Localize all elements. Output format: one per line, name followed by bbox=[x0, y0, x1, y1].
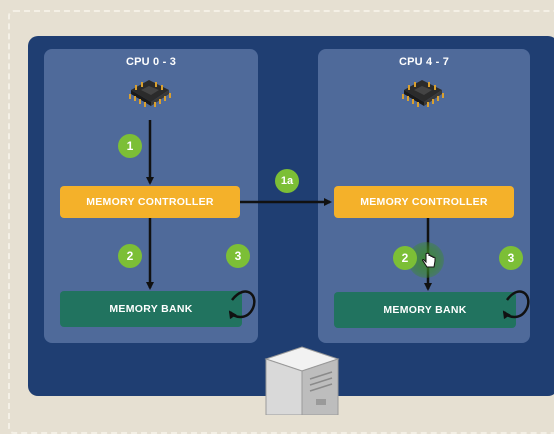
hand-cursor-icon bbox=[422, 252, 436, 268]
step-badge: 3 bbox=[499, 246, 523, 270]
loop-arrow-icon bbox=[228, 290, 256, 320]
cpu-label: CPU 4 - 7 bbox=[398, 56, 450, 68]
memory-controller-0: MEMORY CONTROLLER bbox=[60, 186, 240, 218]
step-badge: 3 bbox=[226, 244, 250, 268]
memory-controller-1: MEMORY CONTROLLER bbox=[334, 186, 514, 218]
memory-bank-0: MEMORY BANK bbox=[60, 291, 242, 327]
loop-arrow-icon bbox=[502, 290, 530, 320]
interconnect-badge: 1a bbox=[275, 169, 299, 193]
cpu-chip-icon bbox=[402, 80, 444, 107]
memory-bank-1: MEMORY BANK bbox=[334, 292, 516, 328]
cpu-label: CPU 0 - 3 bbox=[125, 56, 177, 68]
step-badge: 2 bbox=[118, 244, 142, 268]
cpu-chip-icon bbox=[129, 80, 171, 107]
step-badge: 1 bbox=[118, 134, 142, 158]
step-badge: 2 bbox=[393, 246, 417, 270]
server-tower-icon bbox=[264, 346, 340, 415]
